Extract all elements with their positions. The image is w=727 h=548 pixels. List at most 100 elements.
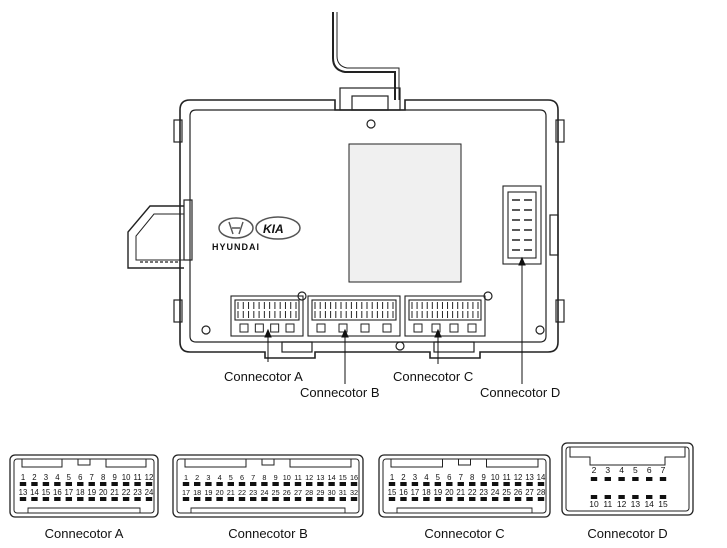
pin-terminal <box>54 482 61 486</box>
pin-terminal <box>54 497 61 501</box>
pin-terminal <box>457 497 464 501</box>
pin-terminal <box>526 497 533 501</box>
pinout-housing-outer <box>172 454 364 518</box>
pin-terminal <box>537 497 545 501</box>
pin-terminal <box>446 482 453 486</box>
pin-terminal <box>250 482 257 486</box>
pin-number: 12 <box>145 473 154 482</box>
pin-number: 11 <box>133 473 141 482</box>
pinout-caption-c: Connecotor C <box>424 526 504 541</box>
hyundai-wordmark: HYUNDAI <box>212 242 260 252</box>
pinout-latch <box>261 458 275 466</box>
pin-terminal <box>294 482 302 486</box>
pin-number: 21 <box>227 488 235 497</box>
pin-number: 26 <box>283 488 291 497</box>
pinout-housing-outer <box>561 442 694 516</box>
pin-terminal <box>434 497 442 501</box>
pinout-lower-rail <box>27 507 141 513</box>
pin-number: 11 <box>294 473 302 482</box>
pin-terminal <box>19 497 27 501</box>
pin-number: 19 <box>434 488 443 497</box>
pin-terminal <box>182 497 190 501</box>
pin-number: 7 <box>251 473 255 482</box>
pin-number: 10 <box>589 499 599 509</box>
pin-number: 11 <box>503 473 511 482</box>
pinout-latch <box>77 458 91 466</box>
pin-number: 24 <box>260 488 268 497</box>
pin-terminal <box>411 497 419 501</box>
pin-number: 6 <box>78 473 82 482</box>
pin-number: 24 <box>491 488 500 497</box>
pin-terminal <box>99 482 107 486</box>
pin-terminal <box>216 482 223 486</box>
pin-number: 3 <box>206 473 210 482</box>
pin-terminal <box>480 497 487 501</box>
pin-number: 10 <box>122 473 131 482</box>
kia-logo: KIA <box>255 216 301 240</box>
pin-terminal <box>632 477 639 481</box>
pin-number: 20 <box>99 488 108 497</box>
pin-number: 12 <box>514 473 523 482</box>
pin-terminal <box>480 482 487 486</box>
module-connector-d <box>502 185 542 265</box>
pin-number: 5 <box>633 465 638 475</box>
pin-terminal <box>503 482 510 486</box>
kia-wordmark: KIA <box>263 222 284 236</box>
pin-number: 25 <box>272 488 280 497</box>
pin-terminal <box>659 477 667 481</box>
pin-terminal <box>31 482 38 486</box>
pin-number: 28 <box>537 488 546 497</box>
pin-number: 7 <box>459 473 463 482</box>
pin-number: 19 <box>204 488 212 497</box>
module-body <box>127 12 565 359</box>
pin-terminal <box>491 482 499 486</box>
pinout-key <box>184 459 352 468</box>
pin-number: 25 <box>502 488 511 497</box>
pin-terminal <box>423 482 430 486</box>
pin-terminal <box>88 482 95 486</box>
pin-number: 1 <box>21 473 25 482</box>
pin-number: 28 <box>305 488 313 497</box>
callout-connector-d: Connecotor D <box>480 385 560 400</box>
pin-terminal <box>317 482 324 486</box>
pin-number: 8 <box>262 473 266 482</box>
callout-connector-c: Connecotor C <box>393 369 473 384</box>
pin-terminal <box>122 497 130 501</box>
pin-number: 14 <box>644 499 654 509</box>
pin-number: 6 <box>240 473 244 482</box>
pin-terminal <box>216 497 223 501</box>
pinout-lower-rail <box>190 507 346 513</box>
pin-terminal <box>411 482 419 486</box>
pin-terminal <box>205 482 212 486</box>
pin-terminal <box>111 497 118 501</box>
pin-terminal <box>469 482 476 486</box>
pin-terminal <box>227 482 234 486</box>
pin-terminal <box>659 495 667 499</box>
pin-terminal <box>434 482 442 486</box>
pin-terminal <box>227 497 234 501</box>
pin-terminal <box>328 482 335 486</box>
pin-number: 21 <box>456 488 465 497</box>
pin-number: 7 <box>90 473 94 482</box>
pin-terminal <box>88 497 95 501</box>
pin-terminal <box>111 482 118 486</box>
pin-terminal <box>19 482 27 486</box>
pin-terminal <box>423 497 430 501</box>
pin-terminal <box>590 477 598 481</box>
pin-terminal <box>328 497 335 501</box>
pin-number: 27 <box>294 488 302 497</box>
pin-terminal <box>77 497 84 501</box>
pin-terminal <box>261 482 268 486</box>
pin-terminal <box>590 495 598 499</box>
pin-terminal <box>261 497 268 501</box>
module-connector-b <box>307 295 401 337</box>
pin-terminal <box>65 497 73 501</box>
pin-terminal <box>491 497 499 501</box>
pin-number: 6 <box>647 465 652 475</box>
pin-number: 3 <box>605 465 610 475</box>
pin-terminal <box>388 497 396 501</box>
pin-number: 22 <box>238 488 246 497</box>
